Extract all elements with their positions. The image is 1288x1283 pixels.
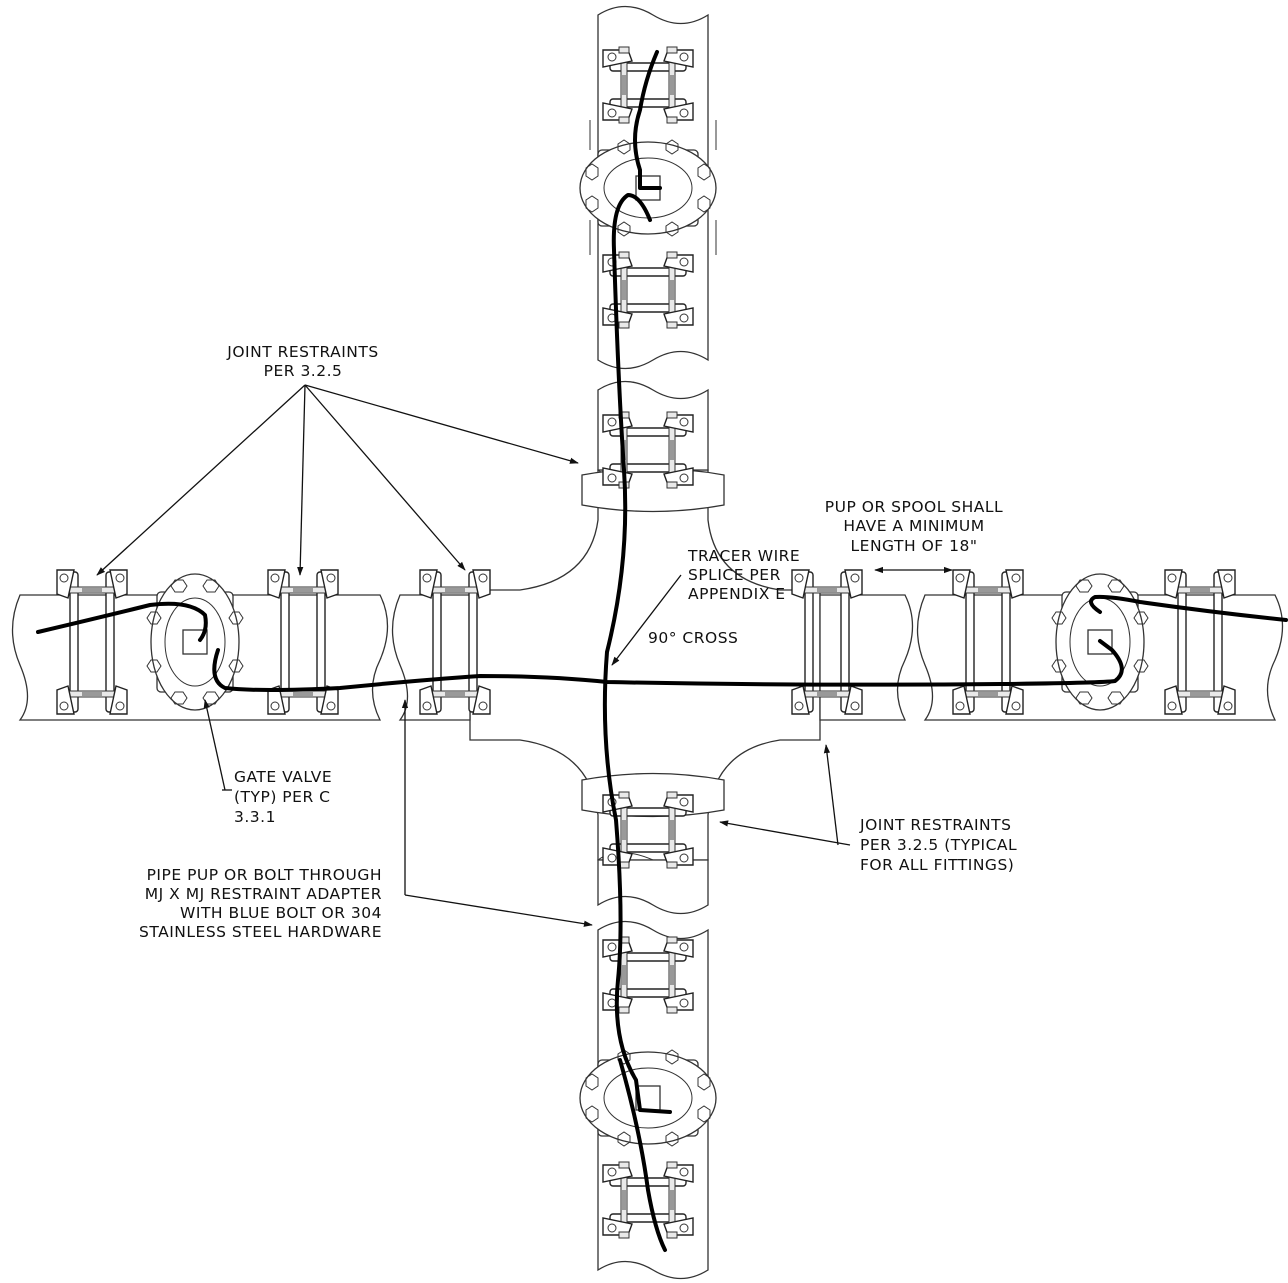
label-line: SPLICE PER xyxy=(688,566,781,584)
label-joint-restraints-typical: JOINT RESTRAINTS PER 3.2.5 (TYPICAL FOR … xyxy=(859,816,1017,874)
label-line: 3.3.1 xyxy=(234,808,276,826)
label-joint-restraints-top: JOINT RESTRAINTS PER 3.2.5 xyxy=(226,343,378,380)
label-line: (TYP) PER C xyxy=(234,788,330,806)
label-pipe-pup: PIPE PUP OR BOLT THROUGH MJ X MJ RESTRAI… xyxy=(139,866,382,941)
label-line: PER 3.2.5 (TYPICAL xyxy=(860,836,1017,854)
label-line: JOINT RESTRAINTS xyxy=(859,816,1011,834)
label-pup-or-spool: PUP OR SPOOL SHALL HAVE A MINIMUM LENGTH… xyxy=(825,498,1003,555)
label-tracer-wire-splice: TRACER WIRE SPLICE PER APPENDIX E xyxy=(687,547,800,603)
label-line: LENGTH OF 18" xyxy=(851,537,978,555)
leader-lines xyxy=(96,384,953,927)
label-line: APPENDIX E xyxy=(688,585,786,603)
label-line: HAVE A MINIMUM xyxy=(843,517,984,535)
label-line: GATE VALVE xyxy=(234,768,332,786)
label-line: STAINLESS STEEL HARDWARE xyxy=(139,923,382,941)
label-line: PER 3.2.5 xyxy=(264,362,343,380)
tracer-wire xyxy=(36,50,1288,1252)
horizontal-pipe-left xyxy=(11,594,471,721)
label-cross: 90° CROSS xyxy=(648,629,738,647)
label-line: 90° CROSS xyxy=(648,629,738,647)
label-line: MJ X MJ RESTRAINT ADAPTER xyxy=(145,885,382,903)
label-line: JOINT RESTRAINTS xyxy=(226,343,378,361)
label-line: PUP OR SPOOL SHALL xyxy=(825,498,1003,516)
gate-valve-bottom xyxy=(579,1049,717,1147)
label-line: WITH BLUE BOLT OR 304 xyxy=(180,904,382,922)
label-gate-valve: GATE VALVE (TYP) PER C 3.3.1 xyxy=(222,768,332,826)
label-line: PIPE PUP OR BOLT THROUGH xyxy=(147,866,382,884)
label-line: FOR ALL FITTINGS) xyxy=(860,856,1014,874)
horizontal-pipe-right xyxy=(819,594,1284,721)
label-line: TRACER WIRE xyxy=(687,547,800,565)
